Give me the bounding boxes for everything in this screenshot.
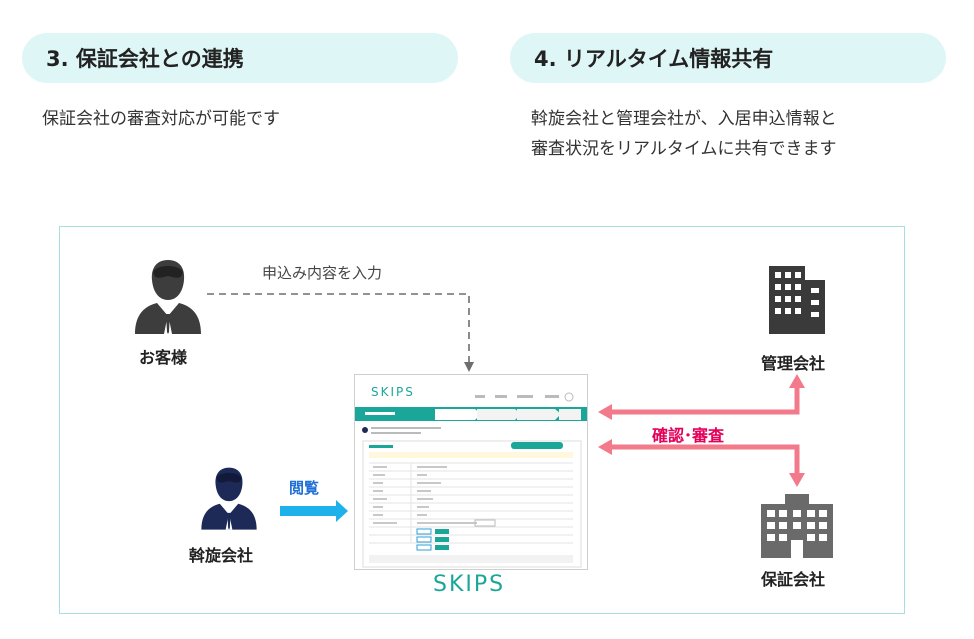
section-4-desc-line-2: 審査状況をリアルタイムに共有できます xyxy=(531,139,837,159)
section-4-heading: 4. リアルタイム情報共有 xyxy=(510,33,946,83)
skips-app-screenshot: SKIPS xyxy=(354,374,588,570)
agency-label: 斡旋会社 xyxy=(189,546,254,565)
guarantor-label: 保証会社 xyxy=(761,570,826,589)
screenshot-logo: SKIPS xyxy=(371,385,415,399)
view-arrowhead xyxy=(336,500,348,522)
input-arrowhead xyxy=(464,362,474,372)
management-label: 管理会社 xyxy=(761,354,826,373)
pink-arrowhead-left-bottom xyxy=(598,439,612,455)
section-3-heading: 3. 保証会社との連携 xyxy=(22,33,458,83)
pink-arrowhead-left-top xyxy=(598,404,612,420)
screenshot-mock-ui xyxy=(355,392,587,568)
input-note: 申込み内容を入力 xyxy=(262,264,383,282)
section-4-heading-text: 4. リアルタイム情報共有 xyxy=(534,47,774,71)
pink-arrowhead-up xyxy=(789,374,805,388)
review-note: 確認･審査 xyxy=(652,426,725,445)
section-4-description: 斡旋会社と管理会社が、入居申込情報と 審査状況をリアルタイムに共有できます xyxy=(531,104,837,164)
customer-label: お客様 xyxy=(139,348,188,367)
section-4-desc-line-1: 斡旋会社と管理会社が、入居申込情報と xyxy=(531,109,837,129)
section-3-description: 保証会社の審査対応が可能です xyxy=(42,104,280,134)
pink-arrow-top xyxy=(610,385,800,415)
person-agency-icon xyxy=(201,467,257,530)
view-arrow-body xyxy=(280,506,338,516)
person-customer-icon xyxy=(135,260,201,334)
office-building-icon xyxy=(769,266,825,334)
input-dashed-arrow xyxy=(207,293,470,364)
skips-logo: SKIPS xyxy=(433,572,506,597)
pink-arrow-bottom xyxy=(610,444,800,476)
pink-arrowhead-down xyxy=(789,473,805,487)
section-3-heading-text: 3. 保証会社との連携 xyxy=(46,47,244,71)
guarantor-building-icon xyxy=(761,494,833,558)
diagram-frame xyxy=(59,226,905,614)
view-note: 閲覧 xyxy=(289,479,320,497)
section-3-desc-line-1: 保証会社の審査対応が可能です xyxy=(42,109,280,129)
